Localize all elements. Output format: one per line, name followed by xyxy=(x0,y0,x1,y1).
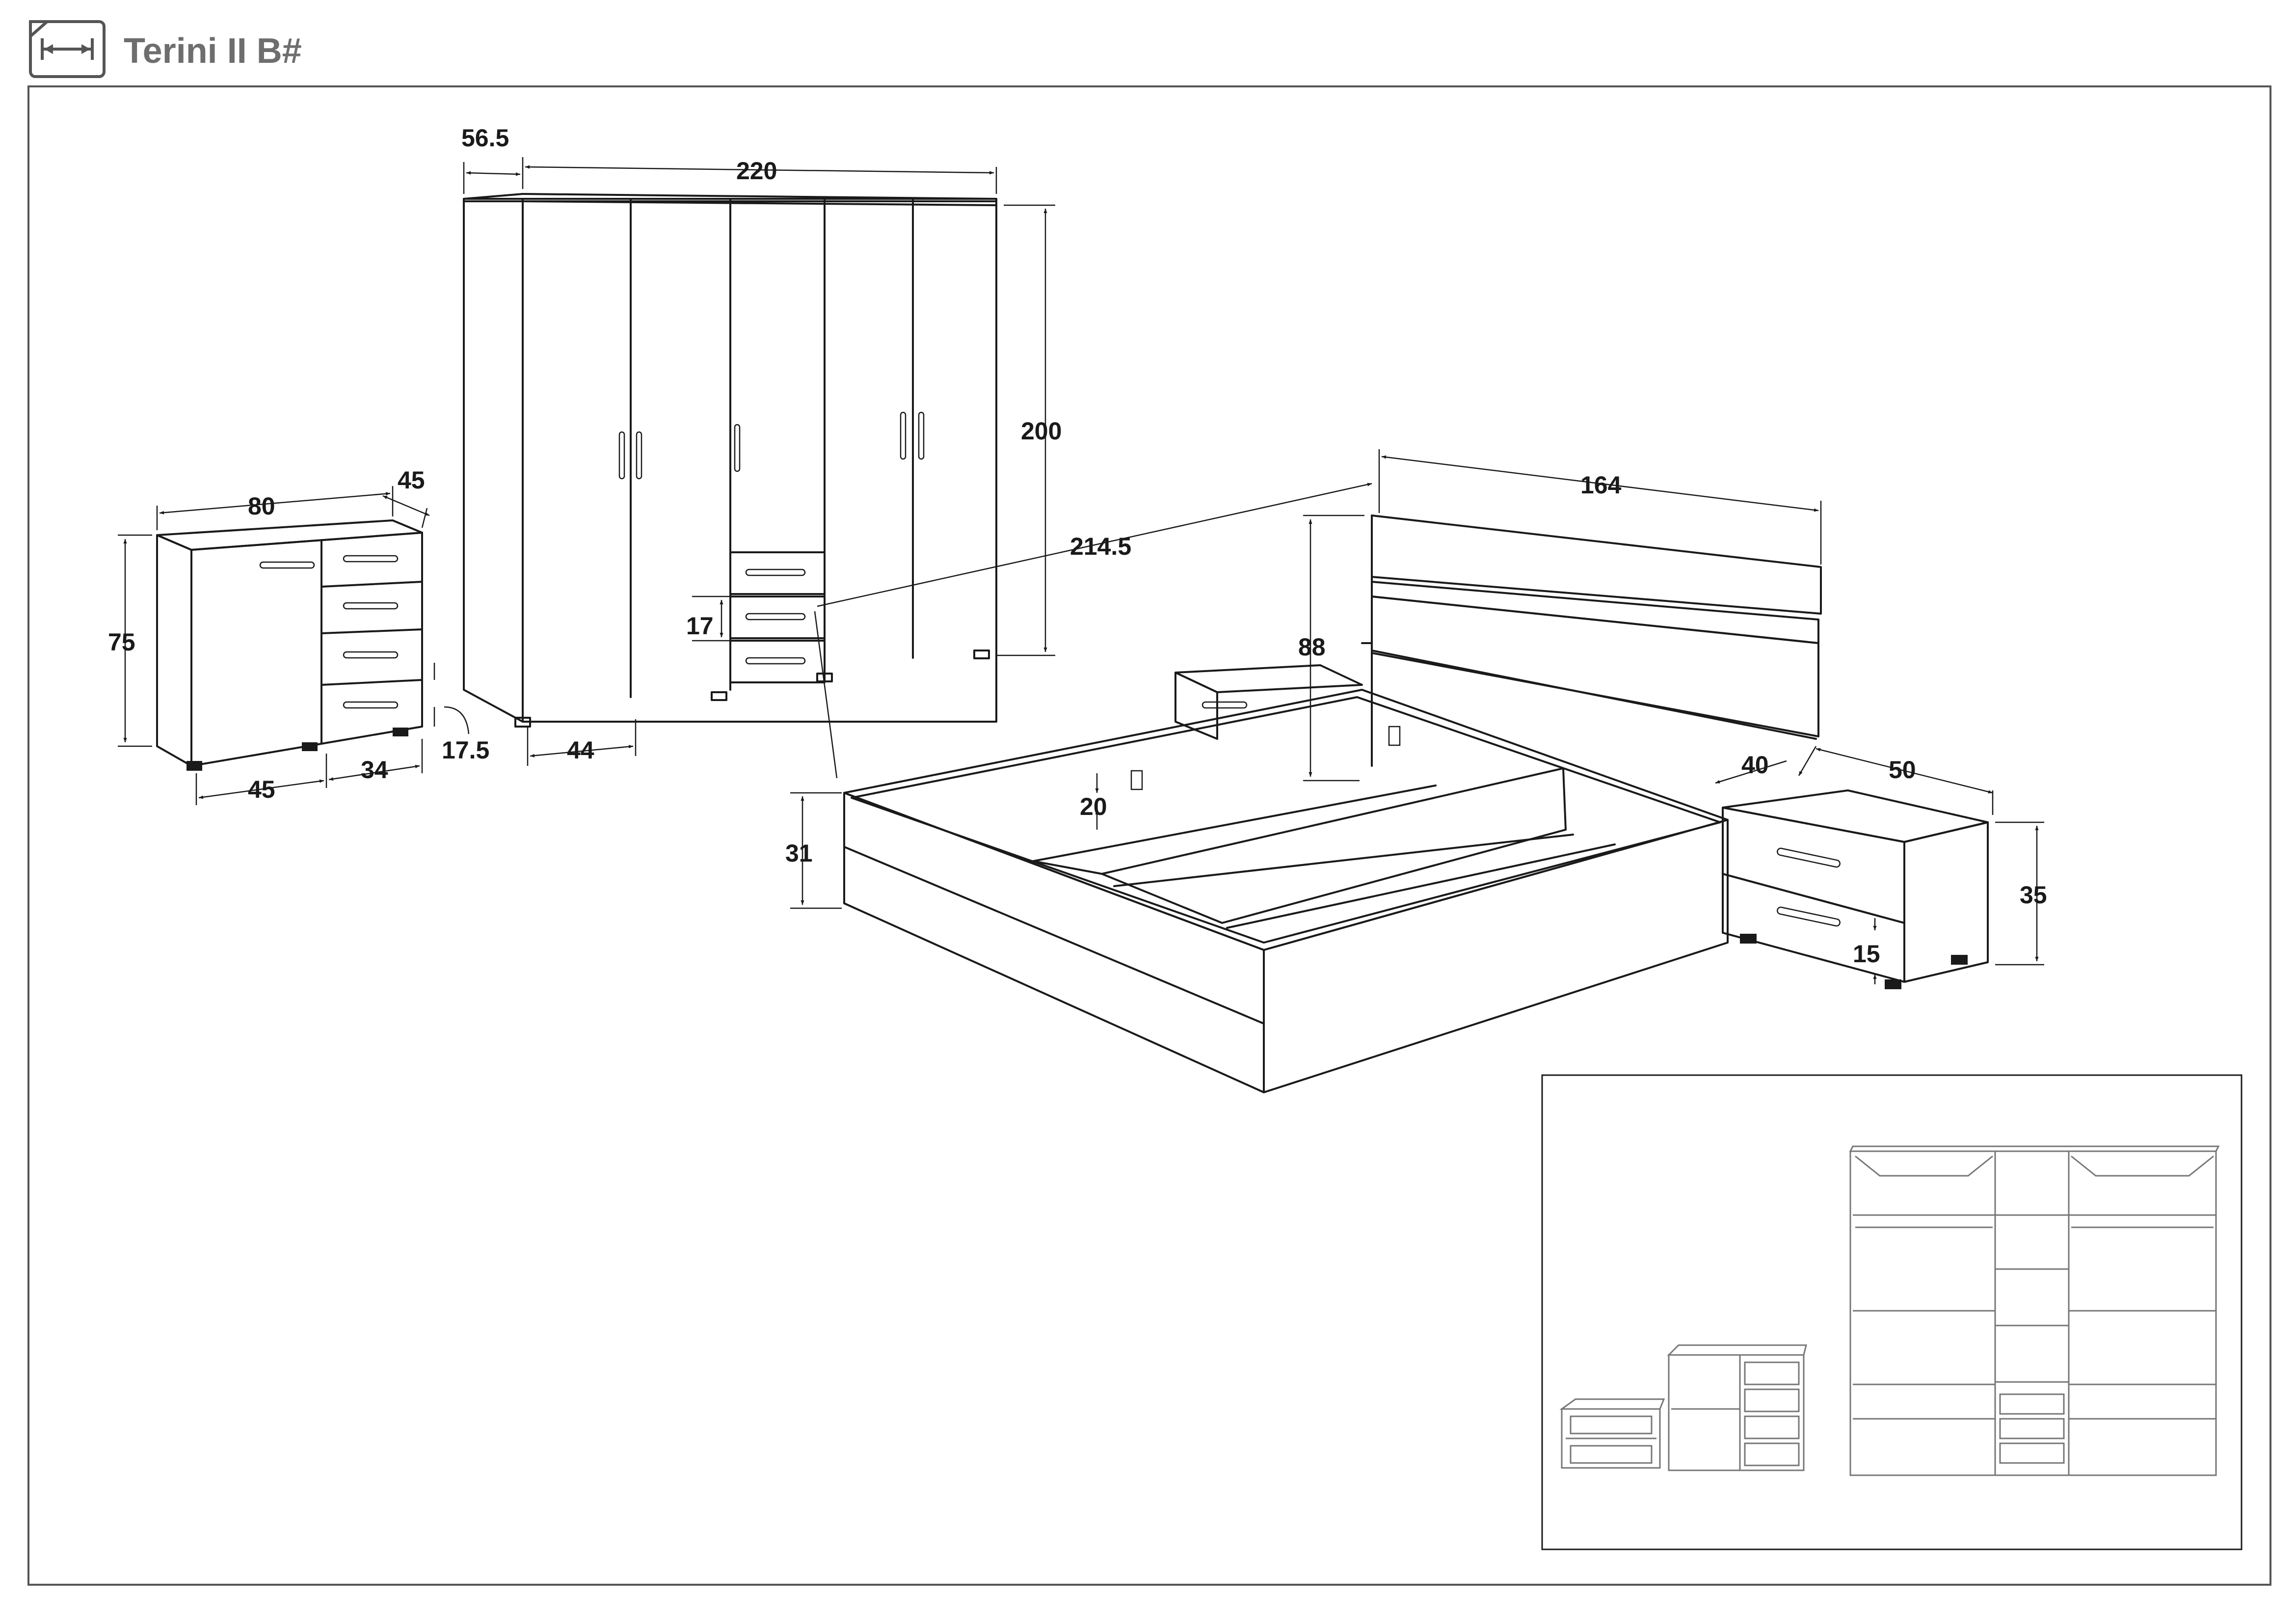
page-title: Terini II B# xyxy=(124,31,302,71)
dim-bed-inner-height: 20 xyxy=(1080,793,1107,820)
bed xyxy=(843,514,1822,1093)
dimensions-icon xyxy=(29,20,106,78)
dim-nightstand-drawer-height: 15 xyxy=(1853,940,1880,968)
dim-nightstand-width: 50 xyxy=(1889,756,1916,784)
sideboard xyxy=(156,519,423,771)
dim-wardrobe-height: 200 xyxy=(1021,417,1062,445)
dim-wardrobe-drawer-height: 17 xyxy=(686,612,714,640)
wardrobe xyxy=(463,193,997,728)
dim-sideboard-door-width: 45 xyxy=(248,776,275,803)
dim-sideboard-height: 75 xyxy=(108,628,135,656)
wardrobe-handles xyxy=(618,411,925,665)
dim-sideboard-depth: 45 xyxy=(398,466,425,494)
dim-bed-length: 214.5 xyxy=(1070,533,1131,560)
inset-sideboard xyxy=(1667,1344,1807,1471)
dim-sideboard-drawer-width: 34 xyxy=(361,756,388,784)
dim-bed-frame-height: 31 xyxy=(785,839,813,867)
nightstand-left xyxy=(1175,664,1363,740)
dim-sideboard-foot-height: 17.5 xyxy=(442,736,489,764)
dim-nightstand-offset: 40 xyxy=(1741,751,1769,779)
dim-bed-width: 164 xyxy=(1580,471,1622,499)
dim-headboard-height: 88 xyxy=(1298,633,1326,661)
dim-wardrobe-depth: 56.5 xyxy=(461,124,509,152)
dim-wardrobe-width: 220 xyxy=(736,157,777,185)
dim-sideboard-width: 80 xyxy=(248,492,275,520)
inset-wardrobe xyxy=(1849,1145,2220,1476)
dim-wardrobe-inner-width: 44 xyxy=(567,736,594,764)
nightstand-right xyxy=(1722,789,1989,989)
dim-nightstand-height: 35 xyxy=(2020,881,2047,909)
interior-view-inset xyxy=(1541,1074,2243,1550)
drawing-frame xyxy=(27,85,2271,1586)
inset-nightstand xyxy=(1559,1398,1665,1469)
